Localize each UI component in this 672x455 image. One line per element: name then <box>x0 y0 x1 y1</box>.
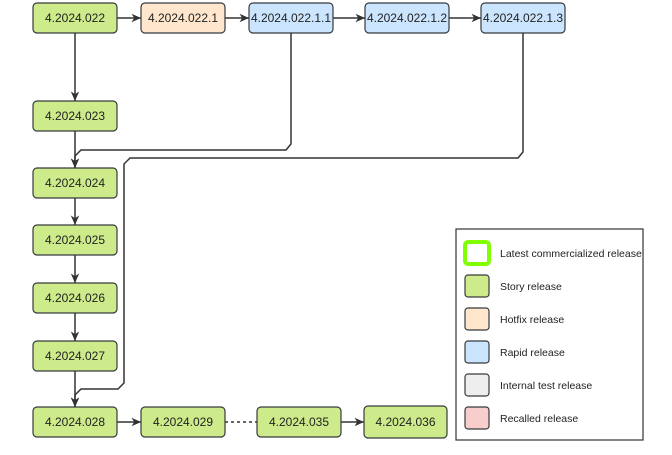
release-node-box <box>140 2 226 34</box>
release-node-4-2024-024: 4.2024.024 <box>32 167 118 199</box>
release-node-4-2024-022-1: 4.2024.022.1 <box>140 2 226 34</box>
legend-swatch-story <box>464 274 490 298</box>
release-node-label: 4.2024.027 <box>45 349 105 363</box>
release-node-4-2024-022-1-2: 4.2024.022.1.2 <box>364 2 450 34</box>
legend-label-hotfix: Hotfix release <box>500 314 564 326</box>
release-node-4-2024-036: 4.2024.036 <box>363 405 448 439</box>
release-node-4-2024-023: 4.2024.023 <box>32 100 118 132</box>
release-node-box <box>256 406 342 438</box>
legend-swatch-hotfix <box>464 307 490 331</box>
release-node-4-2024-022-1-3: 4.2024.022.1.3 <box>480 2 566 34</box>
release-node-label: 4.2024.036 <box>375 415 435 429</box>
release-node-4-2024-027: 4.2024.027 <box>32 340 118 372</box>
release-node-label: 4.2024.024 <box>45 176 105 190</box>
legend-swatch-internal <box>464 373 490 397</box>
release-node-box <box>364 2 450 34</box>
release-node-box <box>480 2 566 34</box>
release-node-label: 4.2024.025 <box>45 233 105 247</box>
release-node-box <box>32 224 118 256</box>
release-node-4-2024-026: 4.2024.026 <box>32 282 118 314</box>
release-node-box <box>248 2 334 34</box>
release-node-box <box>363 405 448 439</box>
legend-label-story: Story release <box>500 281 562 293</box>
release-node-box <box>32 340 118 372</box>
release-node-4-2024-025: 4.2024.025 <box>32 224 118 256</box>
edges <box>70 13 524 427</box>
edge-n022_1_3-to-n028 <box>70 33 524 407</box>
release-node-box <box>32 2 118 34</box>
nodes: 4.2024.022 4.2024.022.1 4.2024.022.1.1 4.20… <box>32 2 566 439</box>
edge-n022_1_1-to-n024 <box>70 33 292 168</box>
release-node-label: 4.2024.022.1.1 <box>251 11 331 25</box>
release-node-label: 4.2024.023 <box>45 109 105 123</box>
release-node-box <box>140 406 226 438</box>
release-node-label: 4.2024.022.1 <box>148 11 218 25</box>
release-node-4-2024-022: 4.2024.022 <box>32 2 118 34</box>
release-node-box <box>32 100 118 132</box>
release-node-4-2024-022-1-1: 4.2024.022.1.1 <box>248 2 334 34</box>
release-node-label: 4.2024.028 <box>45 415 105 429</box>
release-node-box <box>32 406 118 438</box>
legend-label-recalled: Recalled release <box>500 413 578 425</box>
release-node-4-2024-028: 4.2024.028 <box>32 406 118 438</box>
legend-label-latest: Latest commercialized release <box>500 248 642 260</box>
legend-swatch-latest <box>463 240 491 266</box>
release-node-label: 4.2024.026 <box>45 291 105 305</box>
release-node-box <box>32 282 118 314</box>
release-node-4-2024-029: 4.2024.029 <box>140 406 226 438</box>
release-node-label: 4.2024.035 <box>269 415 329 429</box>
legend-label-internal: Internal test release <box>500 380 592 392</box>
legend-swatch-recalled <box>464 406 490 430</box>
release-node-4-2024-035: 4.2024.035 <box>256 406 342 438</box>
release-node-box <box>32 167 118 199</box>
legend-label-rapid: Rapid release <box>500 347 565 359</box>
release-node-label: 4.2024.022.1.3 <box>483 11 563 25</box>
release-node-label: 4.2024.022.1.2 <box>367 11 447 25</box>
release-node-label: 4.2024.022 <box>45 11 105 25</box>
release-node-label: 4.2024.029 <box>153 415 213 429</box>
legend-swatch-rapid <box>464 340 490 364</box>
